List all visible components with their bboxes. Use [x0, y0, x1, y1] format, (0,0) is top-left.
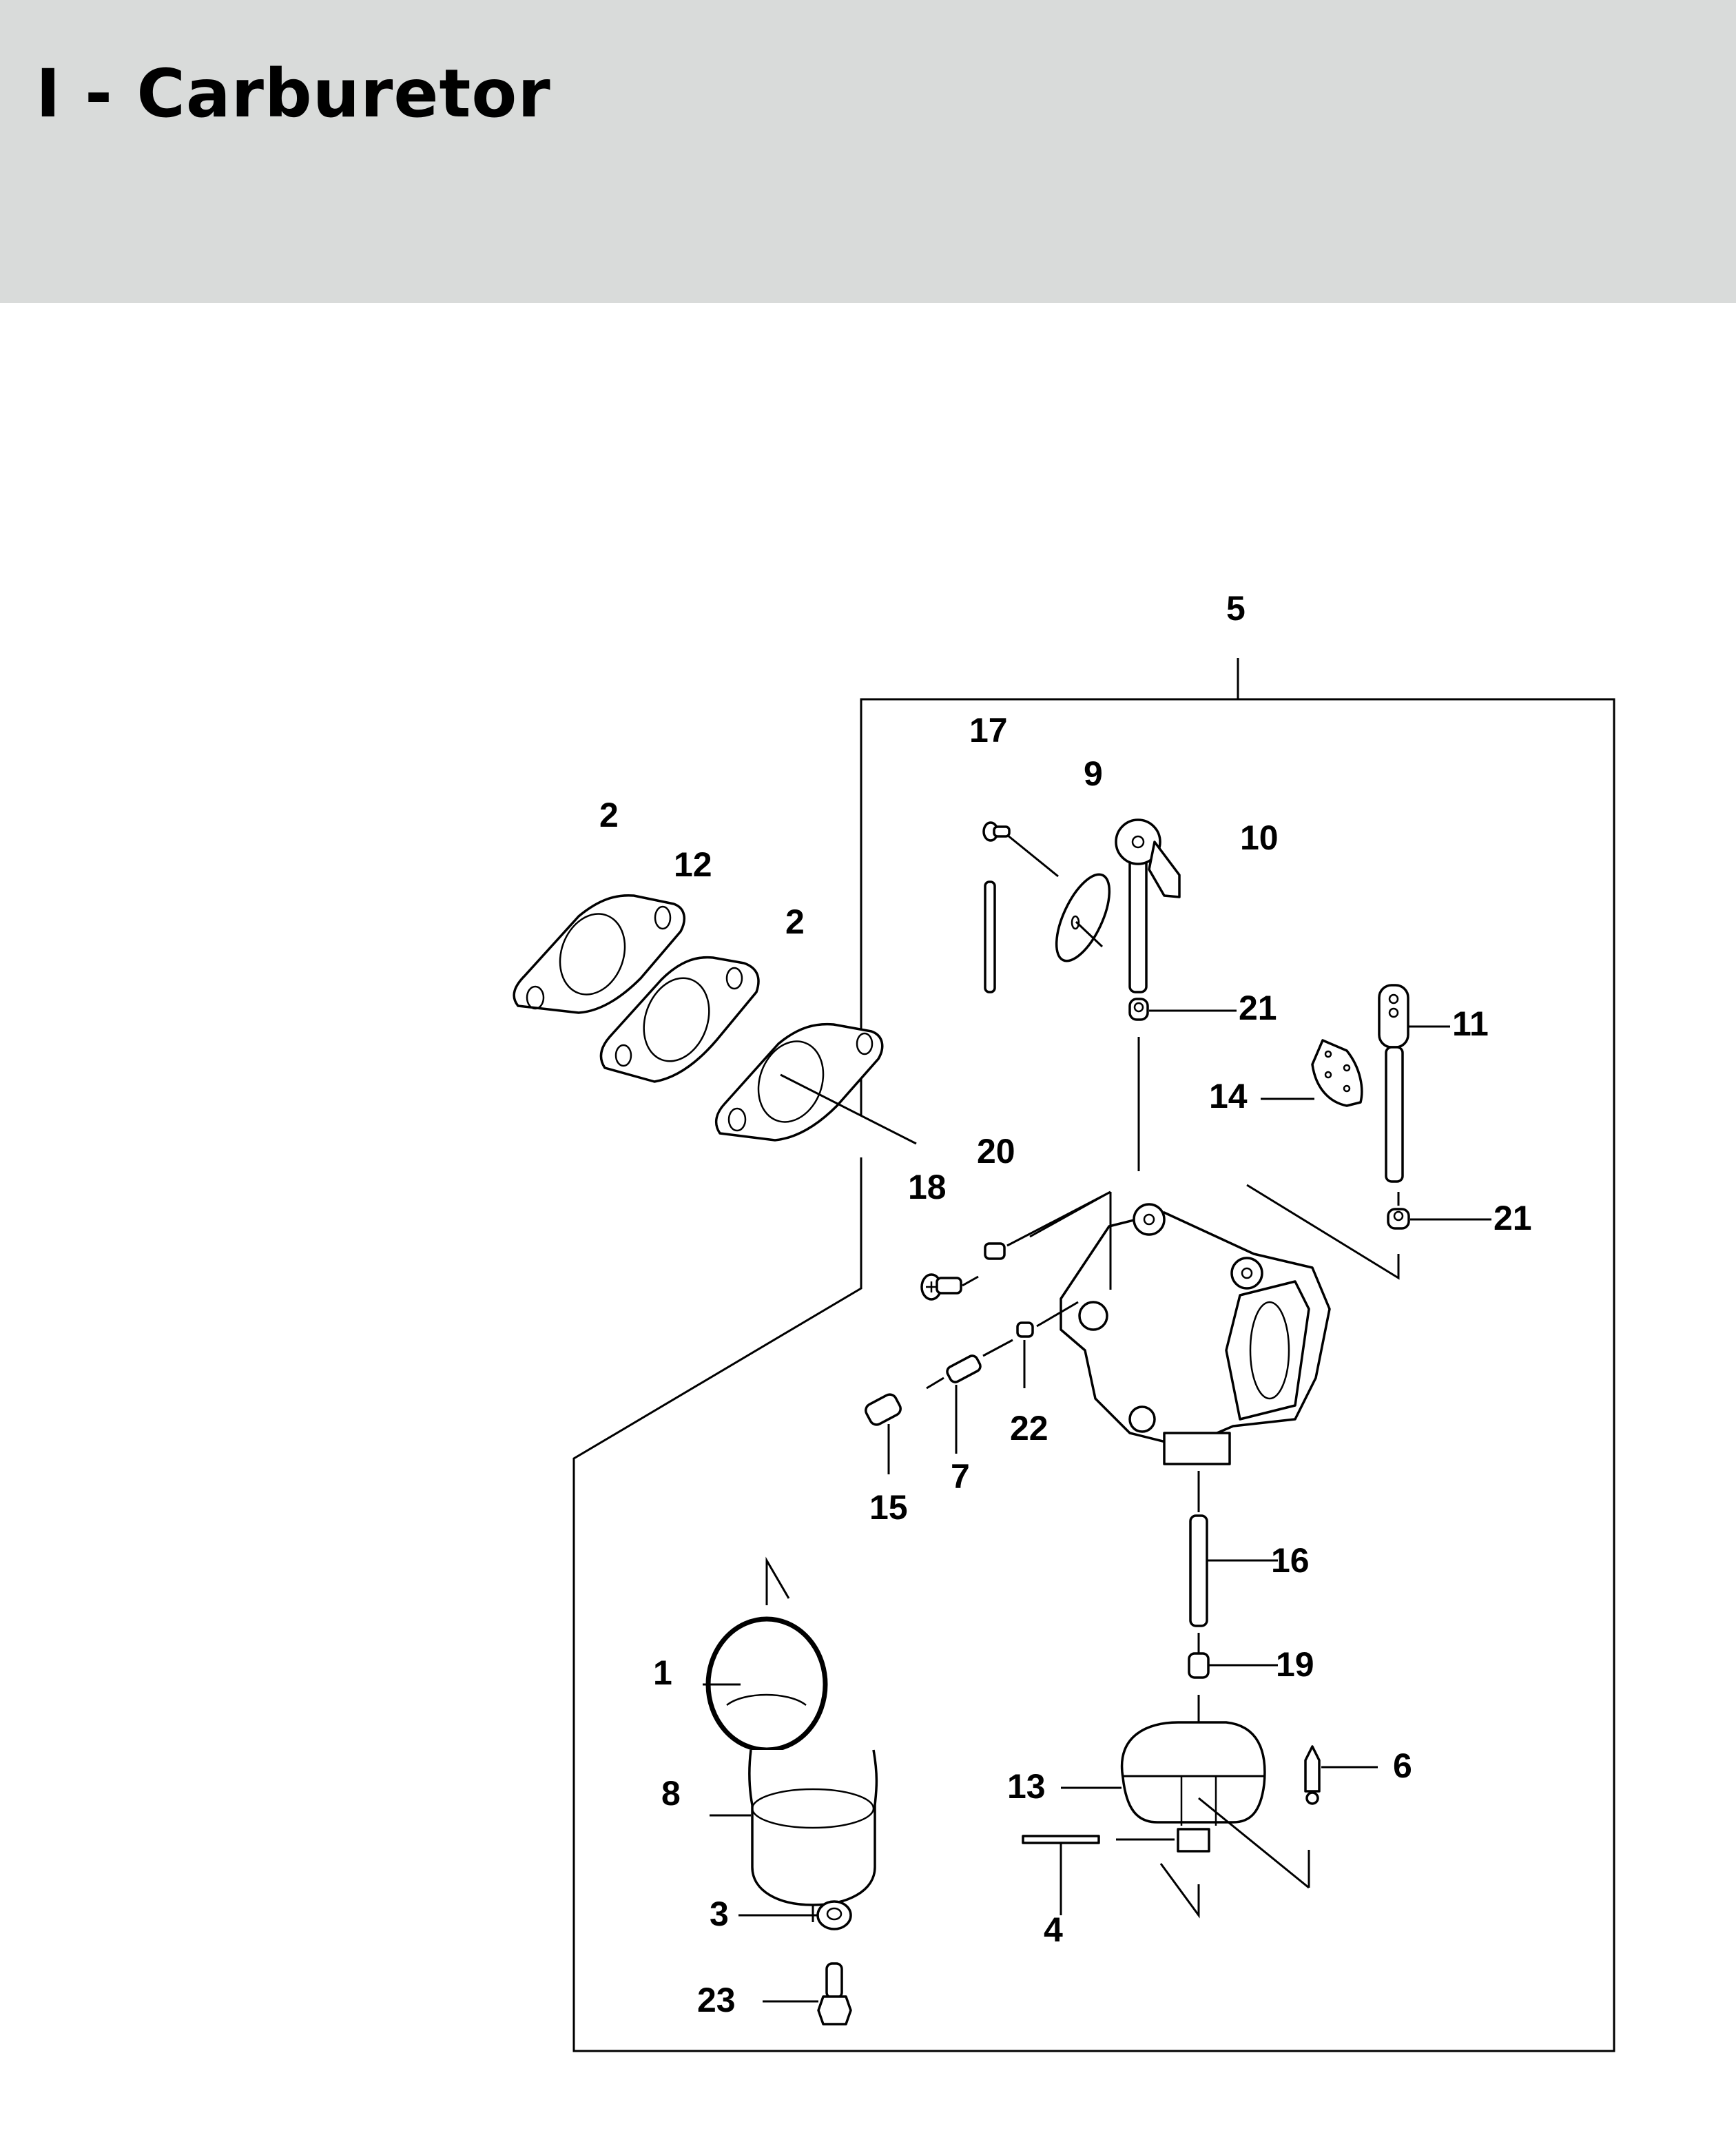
page-header: I - Carburetor — [0, 0, 1736, 303]
callout-9: 9 — [1084, 754, 1103, 793]
washer[interactable] — [738, 1900, 852, 1930]
spring-20[interactable] — [962, 1190, 1111, 1287]
carburetor-body[interactable] — [1029, 1190, 1331, 1512]
callout-6: 6 — [1393, 1746, 1412, 1785]
float-pin[interactable] — [1022, 1835, 1200, 1919]
callout-3: 3 — [710, 1895, 729, 1933]
screw-17[interactable] — [982, 821, 1059, 878]
spring-22[interactable] — [982, 1301, 1079, 1388]
callout-labels: 5 17 9 10 2 12 2 21 11 14 20 18 21 22 7 … — [599, 589, 1532, 2019]
throttle-plate[interactable] — [1261, 1039, 1363, 1107]
callout-21-upper: 21 — [1239, 989, 1277, 1027]
main-jet[interactable] — [1188, 1652, 1278, 1729]
o-ring[interactable] — [703, 1556, 828, 1753]
float[interactable] — [1061, 1721, 1310, 1889]
callout-17: 17 — [969, 711, 1008, 750]
callout-21-right: 21 — [1494, 1199, 1532, 1237]
callout-14: 14 — [1209, 1077, 1248, 1115]
throttle-shaft[interactable] — [1378, 984, 1450, 1183]
choke-shaft[interactable] — [984, 818, 1181, 993]
bolt-23[interactable] — [763, 1962, 852, 2026]
callout-15: 15 — [869, 1488, 908, 1527]
float-bowl[interactable] — [710, 1749, 878, 1922]
callout-8: 8 — [661, 1774, 681, 1813]
callout-12: 12 — [674, 845, 712, 884]
callout-1: 1 — [653, 1653, 672, 1692]
callout-7: 7 — [951, 1457, 970, 1496]
callout-2-outer: 2 — [599, 796, 619, 834]
gasket-outer[interactable] — [513, 894, 686, 1014]
callout-16: 16 — [1271, 1541, 1310, 1580]
callout-13: 13 — [1007, 1767, 1046, 1806]
seal-21-right[interactable] — [1246, 1184, 1491, 1280]
callout-18: 18 — [908, 1168, 947, 1206]
callout-23: 23 — [697, 1981, 736, 2019]
callout-20: 20 — [977, 1132, 1015, 1171]
callout-2-inner: 2 — [785, 903, 805, 941]
main-nozzle[interactable] — [1189, 1514, 1278, 1657]
callout-10: 10 — [1240, 818, 1279, 857]
idle-jet-cap[interactable] — [863, 1392, 902, 1474]
callout-11: 11 — [1452, 1004, 1489, 1043]
page-title: I - Carburetor — [36, 55, 551, 132]
assembly-frame — [572, 658, 1615, 2052]
screw-18[interactable] — [920, 1273, 962, 1301]
seal-21-upper[interactable] — [1128, 998, 1237, 1171]
choke-plate[interactable] — [1046, 867, 1120, 969]
float-needle-valve[interactable] — [1304, 1745, 1378, 1805]
idle-jet[interactable] — [926, 1354, 982, 1454]
insulator-spacer[interactable] — [599, 956, 760, 1083]
callout-4: 4 — [1044, 1910, 1063, 1949]
callout-5: 5 — [1226, 589, 1246, 628]
callout-19: 19 — [1276, 1645, 1314, 1684]
callout-22: 22 — [1010, 1409, 1048, 1447]
gasket-inner[interactable] — [714, 1022, 917, 1145]
